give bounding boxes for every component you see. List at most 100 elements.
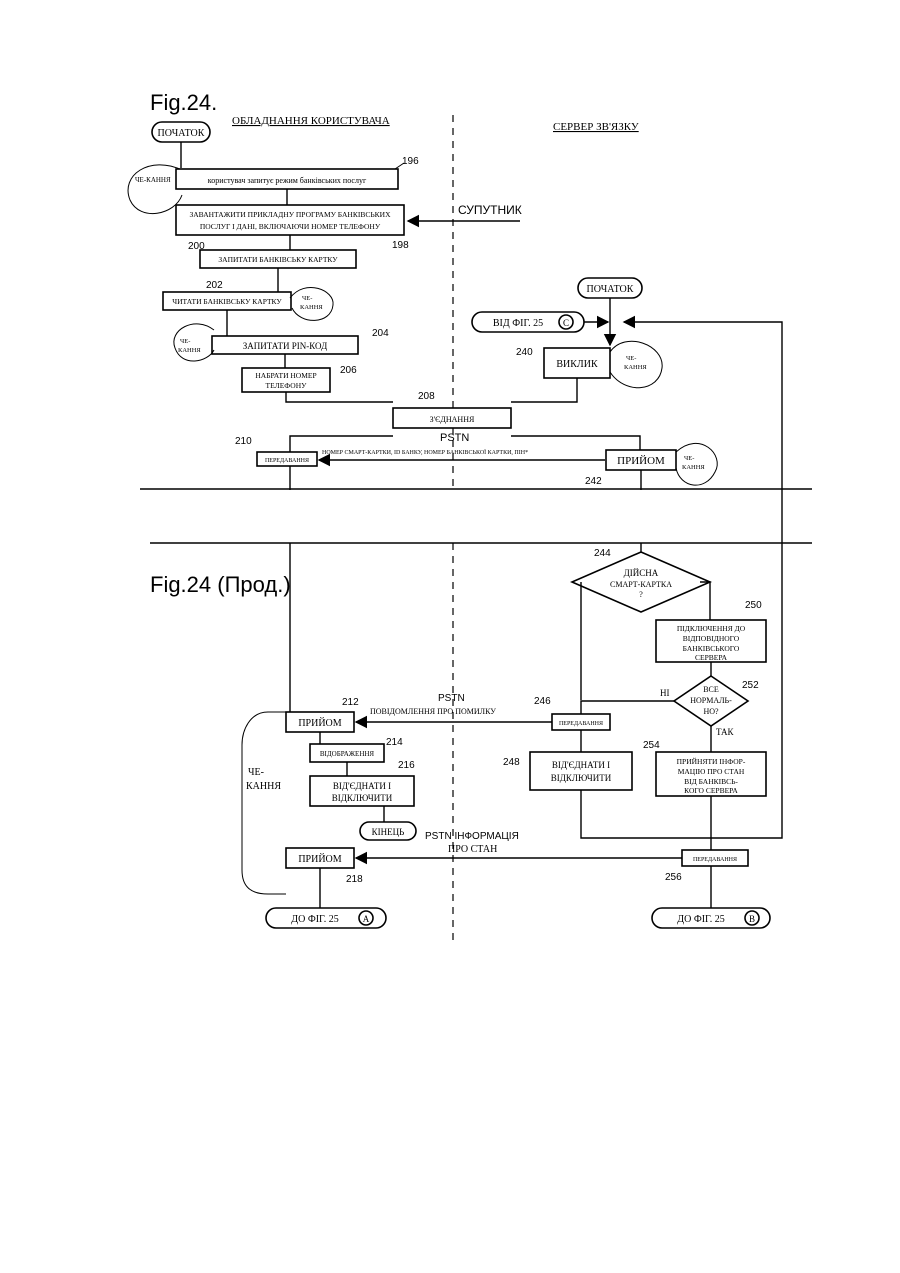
ref-240: 240 <box>516 347 533 358</box>
svg-text:ВІДОБРАЖЕННЯ: ВІДОБРАЖЕННЯ <box>320 750 375 758</box>
svg-text:ПОСЛУГ І ДАНІ, ВКЛЮЧАЮЧИ НОМЕР: ПОСЛУГ І ДАНІ, ВКЛЮЧАЮЧИ НОМЕР ТЕЛЕФОНУ <box>200 222 381 231</box>
ref-242: 242 <box>585 476 602 487</box>
svg-text:КІНЕЦЬ: КІНЕЦЬ <box>372 827 405 837</box>
ref-244: 244 <box>594 548 611 559</box>
svg-text:ВСЕ: ВСЕ <box>703 685 719 694</box>
step-254: ПРИЙНЯТИ ІНФОР- МАЦІЮ ПРО СТАН ВІД БАНКІ… <box>656 752 766 796</box>
start-node-server: ПОЧАТОК <box>578 278 642 298</box>
svg-text:НОРМАЛЬ-: НОРМАЛЬ- <box>690 696 732 705</box>
svg-text:користувач запитує режим банкі: користувач запитує режим банківських пос… <box>208 176 367 185</box>
wait-loop-big: ЧЕ- КАННЯ <box>242 712 286 894</box>
step-198: ЗАВАНТАЖИТИ ПРИКЛАДНУ ПРОГРАМУ БАНКІВСЬК… <box>176 205 404 235</box>
to-fig25-a: ДО ФІГ. 25 А <box>266 908 386 928</box>
ref-256: 256 <box>665 872 682 883</box>
pstn-label-error: PSTN <box>438 693 465 704</box>
svg-text:ДО ФІГ. 25: ДО ФІГ. 25 <box>677 914 724 925</box>
svg-text:ЗАПИТАТИ PIN-КОД: ЗАПИТАТИ PIN-КОД <box>243 341 327 351</box>
svg-text:?: ? <box>639 590 643 599</box>
step-206: НАБРАТИ НОМЕР ТЕЛЕФОНУ <box>242 368 330 392</box>
svg-text:КАННЯ: КАННЯ <box>300 304 323 311</box>
decision-252: ВСЕ НОРМАЛЬ- НО? <box>674 676 748 726</box>
wait-loop-2: ЧЕ- КАННЯ <box>290 287 333 320</box>
ref-216: 216 <box>398 760 415 771</box>
ref-206: 206 <box>340 365 357 376</box>
svg-text:ЧЕ-: ЧЕ- <box>180 338 190 345</box>
svg-text:ЗАПИТАТИ БАНКІВСЬКУ КАРТКУ: ЗАПИТАТИ БАНКІВСЬКУ КАРТКУ <box>218 255 338 264</box>
label-yes: ТАК <box>716 727 735 737</box>
ref-248: 248 <box>503 757 520 768</box>
svg-text:З'ЄДНАННЯ: З'ЄДНАННЯ <box>430 415 475 424</box>
svg-text:МАЦІЮ ПРО СТАН: МАЦІЮ ПРО СТАН <box>678 767 745 776</box>
step-196: користувач запитує режим банківських пос… <box>176 169 398 189</box>
call-240: ВИКЛИК <box>544 348 610 378</box>
svg-text:ПРИЙОМ: ПРИЙОМ <box>298 853 341 865</box>
transmit-210: ПЕРЕДАВАННЯ <box>257 452 317 466</box>
svg-text:ПЕРЕДАВАННЯ: ПЕРЕДАВАННЯ <box>265 458 309 464</box>
fig-title-bottom: Fig.24 (Прод.) <box>150 572 291 597</box>
from-fig25-c: ВІД ФІГ. 25 С <box>472 312 584 332</box>
svg-text:С: С <box>563 318 569 328</box>
decision-244: ДІЙСНА СМАРТ-КАРТКА ? <box>572 552 710 612</box>
svg-text:ВІДКЛЮЧИТИ: ВІДКЛЮЧИТИ <box>332 793 393 803</box>
svg-text:КАННЯ: КАННЯ <box>178 347 201 354</box>
svg-text:ВІДКЛЮЧИТИ: ВІДКЛЮЧИТИ <box>551 773 612 783</box>
svg-text:ПЕРЕДАВАННЯ: ПЕРЕДАВАННЯ <box>693 857 737 863</box>
step-250: ПІДКЛЮЧЕННЯ ДО ВІДПОВІДНОГО БАНКІВСЬКОГО… <box>656 620 766 662</box>
svg-text:ТЕЛЕФОНУ: ТЕЛЕФОНУ <box>266 381 308 390</box>
svg-text:ВІД БАНКІВСЬ-: ВІД БАНКІВСЬ- <box>684 777 738 786</box>
ref-196: 196 <box>402 156 419 167</box>
ref-212: 212 <box>342 697 359 708</box>
svg-text:ПОЧАТОК: ПОЧАТОК <box>158 128 205 139</box>
svg-text:ВІД'ЄДНАТИ І: ВІД'ЄДНАТИ І <box>552 760 610 770</box>
svg-text:СМАРТ-КАРТКА: СМАРТ-КАРТКА <box>610 580 672 589</box>
satellite-label: СУПУТНИК <box>458 203 522 217</box>
svg-text:НО?: НО? <box>703 707 719 716</box>
svg-text:ВІД ФІГ. 25: ВІД ФІГ. 25 <box>493 318 543 329</box>
svg-text:ЧИТАТИ БАНКІВСЬКУ КАРТКУ: ЧИТАТИ БАНКІВСЬКУ КАРТКУ <box>172 297 282 306</box>
svg-text:ПОЧАТОК: ПОЧАТОК <box>587 284 634 295</box>
pstn-info-line1: PSTN ІНФОРМАЦІЯ <box>425 831 519 842</box>
start-node-user: ПОЧАТОК <box>152 122 210 142</box>
transmit-256: ПЕРЕДАВАННЯ <box>682 850 748 866</box>
svg-text:В: В <box>749 914 755 924</box>
svg-text:ВІДПОВІДНОГО: ВІДПОВІДНОГО <box>683 634 740 643</box>
ref-254: 254 <box>643 740 660 751</box>
ref-210: 210 <box>235 436 252 447</box>
svg-text:КАННЯ: КАННЯ <box>624 364 647 371</box>
step-200: ЗАПИТАТИ БАНКІВСЬКУ КАРТКУ <box>200 250 356 268</box>
ref-204: 204 <box>372 328 389 339</box>
column-header-server: СЕРВЕР ЗВ'ЯЗКУ <box>553 121 639 133</box>
pstn-label-top: PSTN <box>440 432 469 444</box>
ref-252: 252 <box>742 680 759 691</box>
ref-198: 198 <box>392 240 409 251</box>
svg-text:КОГО СЕРВЕРА: КОГО СЕРВЕРА <box>684 786 738 795</box>
ref-208: 208 <box>418 391 435 402</box>
svg-text:ПРИЙОМ: ПРИЙОМ <box>298 717 341 729</box>
svg-text:ДІЙСНА: ДІЙСНА <box>624 568 659 578</box>
svg-text:КАННЯ: КАННЯ <box>246 781 281 792</box>
ref-200: 200 <box>188 241 205 252</box>
error-message: ПОВІДОМЛЕННЯ ПРО ПОМИЛКУ <box>370 707 496 716</box>
svg-text:ЧЕ-: ЧЕ- <box>684 455 694 462</box>
svg-text:НАБРАТИ НОМЕР: НАБРАТИ НОМЕР <box>255 371 316 380</box>
svg-text:ПРИЙНЯТИ ІНФОР-: ПРИЙНЯТИ ІНФОР- <box>677 757 746 766</box>
svg-text:ЧЕ-: ЧЕ- <box>248 767 264 778</box>
column-header-user: ОБЛАДНАННЯ КОРИСТУВАЧА <box>232 115 390 127</box>
svg-text:А: А <box>363 914 370 924</box>
svg-text:ЧЕ-КАННЯ: ЧЕ-КАННЯ <box>135 176 171 184</box>
ref-250: 250 <box>745 600 762 611</box>
wait-loop-3: ЧЕ- КАННЯ <box>174 324 214 361</box>
ref-214: 214 <box>386 737 403 748</box>
svg-text:ВИКЛИК: ВИКЛИК <box>556 359 598 370</box>
ref-218: 218 <box>346 874 363 885</box>
svg-text:БАНКІВСЬКОГО: БАНКІВСЬКОГО <box>683 644 740 653</box>
receive-212: ПРИЙОМ <box>286 712 354 732</box>
svg-text:ПРИЙОМ: ПРИЙОМ <box>617 455 665 467</box>
ref-202: 202 <box>206 280 223 291</box>
svg-text:ПІДКЛЮЧЕННЯ ДО: ПІДКЛЮЧЕННЯ ДО <box>677 624 746 633</box>
svg-text:ПЕРЕДАВАННЯ: ПЕРЕДАВАННЯ <box>559 721 603 727</box>
svg-text:КАННЯ: КАННЯ <box>682 464 705 471</box>
to-fig25-b: ДО ФІГ. 25 В <box>652 908 770 928</box>
svg-text:ДО ФІГ. 25: ДО ФІГ. 25 <box>291 914 338 925</box>
